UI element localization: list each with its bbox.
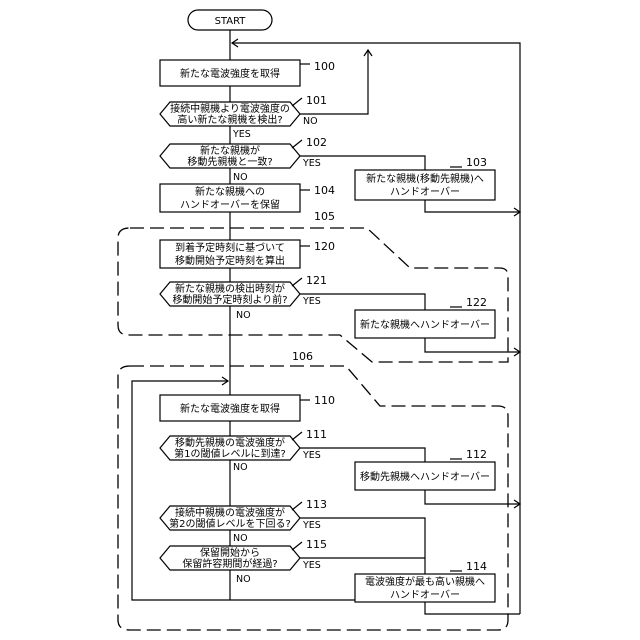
- ref-110: 110: [314, 394, 335, 407]
- ref-122: 122: [466, 296, 487, 309]
- decision-113-line1: 接続中親機の電波強度が: [175, 506, 285, 519]
- connector-103-return: [425, 200, 520, 212]
- step-103-line2: ハンドオーバー: [390, 186, 460, 198]
- step-114-line2: ハンドオーバー: [390, 589, 460, 601]
- label-121-no: NO: [236, 310, 251, 321]
- ref-120: 120: [314, 240, 335, 253]
- decision-115-line1: 保留開始から: [200, 546, 260, 559]
- label-101-yes: YES: [232, 129, 251, 140]
- leader-121: [292, 278, 302, 286]
- leader-115: [292, 542, 302, 550]
- step-103-line1: 新たな親機(移動先親機)へ: [366, 172, 484, 185]
- label-113-yes: YES: [302, 520, 321, 531]
- decision-111-line1: 移動先親機の電波強度が: [175, 436, 285, 449]
- ref-106: 106: [292, 350, 313, 363]
- step-120-line1: 到着予定時刻に基づいて: [175, 241, 285, 254]
- leader-113: [292, 502, 302, 510]
- label-111-yes: YES: [302, 450, 321, 461]
- decision-115-line2: 保留許容期間が経過?: [182, 557, 277, 570]
- label-115-yes: YES: [302, 560, 321, 571]
- ref-114: 114: [466, 560, 487, 573]
- step-122-text: 新たな親機へハンドオーバー: [360, 318, 490, 331]
- step-104-line2: ハンドオーバーを保留: [180, 198, 280, 211]
- leader-102: [292, 140, 302, 148]
- step-104-line1: 新たな親機への: [195, 185, 265, 198]
- ref-102: 102: [306, 136, 327, 149]
- step-120-line2: 移動開始予定時刻を算出: [175, 254, 285, 267]
- label-111-no: NO: [233, 462, 248, 473]
- start-label: START: [215, 16, 247, 27]
- decision-111-line2: 第1の閾値レベルに到達?: [174, 447, 286, 460]
- connector-112-return: [425, 490, 520, 504]
- label-101-no: NO: [303, 116, 318, 127]
- ref-111: 111: [306, 428, 327, 441]
- ref-113: 113: [306, 498, 327, 511]
- ref-115: 115: [306, 538, 327, 551]
- step-100-text: 新たな電波強度を取得: [180, 67, 280, 80]
- decision-102-line1: 新たな親機が: [200, 144, 260, 157]
- ref-112: 112: [466, 448, 487, 461]
- step-110-text: 新たな電波強度を取得: [180, 402, 280, 415]
- ref-104: 104: [314, 184, 335, 197]
- ref-103: 103: [466, 156, 487, 169]
- connector-114-return: [425, 602, 520, 614]
- decision-101-line2: 高い新たな親機を検出?: [177, 113, 282, 126]
- decision-101-line1: 接続中親機より電波強度の: [170, 102, 290, 115]
- ref-101: 101: [306, 94, 327, 107]
- decision-121-line2: 移動開始予定時刻より前?: [172, 293, 287, 306]
- decision-113-line2: 第2の閾値レベルを下回る?: [169, 517, 291, 530]
- leader-101: [292, 98, 302, 106]
- decision-121-line1: 新たな親機の検出時刻が: [175, 282, 285, 295]
- label-121-yes: YES: [302, 296, 321, 307]
- decision-102-line2: 移動先親機と一致?: [187, 155, 272, 168]
- connector-122-return: [425, 338, 520, 352]
- ref-105: 105: [314, 210, 335, 223]
- step-114-line1: 電波強度が最も高い親機へ: [365, 575, 485, 588]
- label-102-no: NO: [233, 172, 248, 183]
- step-112-text: 移動先親機へハンドオーバー: [360, 470, 490, 483]
- ref-121: 121: [306, 274, 327, 287]
- label-102-yes: YES: [302, 158, 321, 169]
- label-115-no: NO: [236, 574, 251, 585]
- leader-111: [292, 432, 302, 440]
- ref-100: 100: [314, 60, 335, 73]
- label-113-no: NO: [233, 533, 248, 544]
